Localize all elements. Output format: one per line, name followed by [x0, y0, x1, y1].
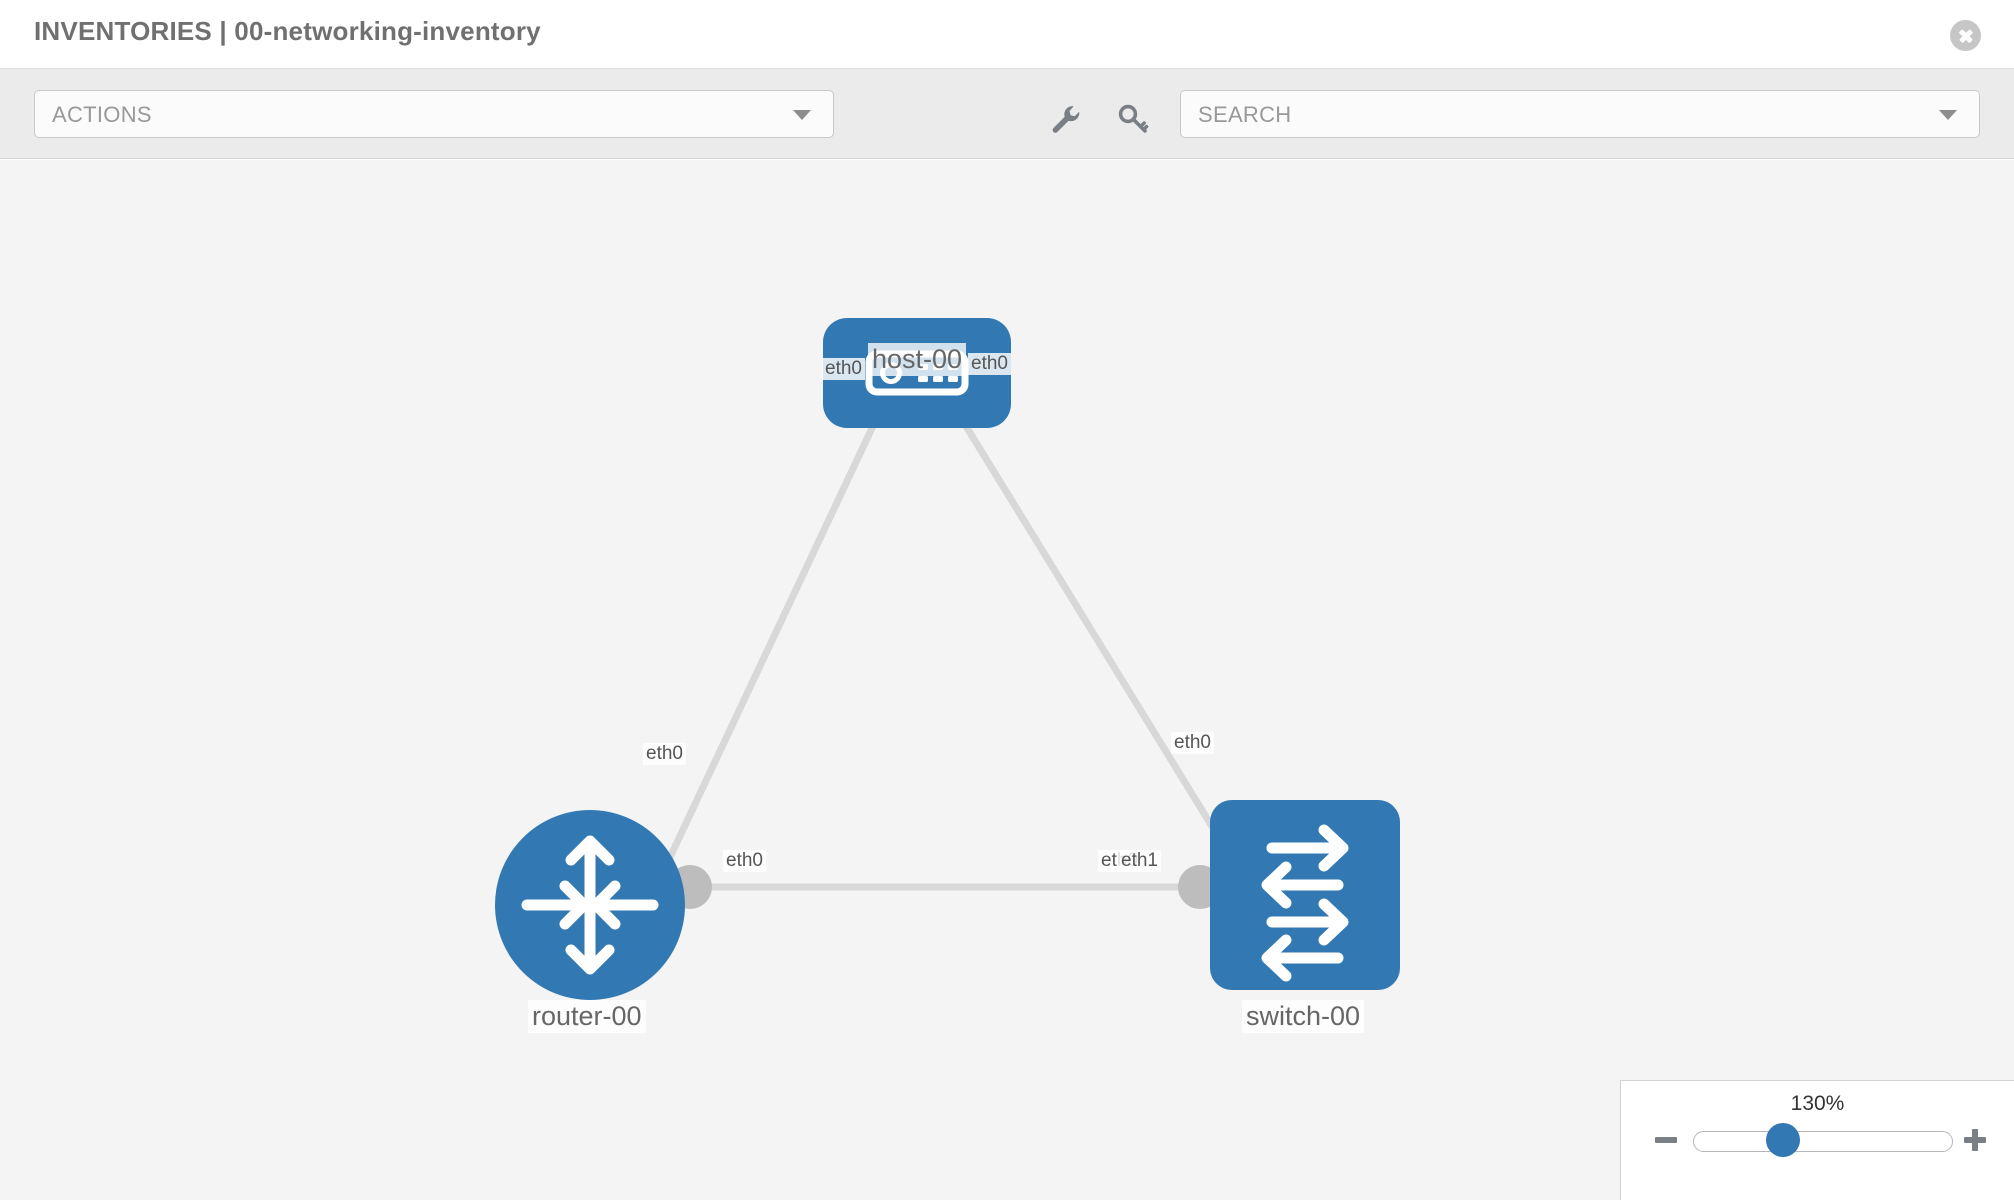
toolbar: ACTIONS SEARCH — [0, 69, 2014, 159]
edge-host-switch — [942, 390, 1243, 874]
key-icon[interactable] — [1116, 102, 1150, 136]
node-switch-00[interactable] — [1210, 800, 1400, 990]
actions-dropdown[interactable]: ACTIONS — [34, 90, 834, 138]
switch-arrows-icon — [1261, 824, 1349, 982]
interface-label-router-eth0: eth0 — [723, 850, 766, 872]
topology-connectors — [668, 364, 1260, 909]
chevron-down-icon[interactable] — [1939, 110, 1957, 120]
zoom-slider-thumb[interactable] — [1766, 1123, 1800, 1157]
interface-label-switch-uplink: eth0 — [1171, 732, 1214, 754]
topology-graph — [644, 364, 1260, 909]
search-input[interactable]: SEARCH — [1180, 90, 1980, 138]
search-placeholder: SEARCH — [1198, 102, 1292, 127]
page-title: INVENTORIES | 00-networking-inventory — [34, 16, 541, 46]
topology-canvas[interactable]: host-00 router-00 switch-00 eth0 eth0 et… — [0, 160, 2014, 1200]
zoom-out-button[interactable] — [1653, 1127, 1679, 1153]
actions-dropdown-label: ACTIONS — [52, 102, 152, 127]
node-label-switch-00: switch-00 — [1242, 1000, 1365, 1033]
interface-label-host-right: eth0 — [968, 353, 1011, 375]
zoom-slider-track[interactable] — [1693, 1131, 1953, 1152]
node-label-host-00: host-00 — [868, 343, 967, 376]
node-label-router-00: router-00 — [528, 1000, 646, 1033]
router-arrows-icon — [521, 835, 659, 975]
page-header: INVENTORIES | 00-networking-inventory — [0, 0, 2014, 69]
edge-host-router — [644, 390, 893, 906]
node-router-00[interactable] — [495, 810, 685, 1000]
zoom-control-panel: 130% — [1620, 1080, 2014, 1200]
zoom-percent-label: 130% — [1790, 1092, 1845, 1115]
interface-label-router-uplink: eth0 — [643, 743, 686, 765]
interface-label-host-left: eth0 — [822, 358, 865, 380]
wrench-icon[interactable] — [1048, 102, 1082, 136]
chevron-down-icon — [793, 110, 811, 120]
zoom-in-button[interactable] — [1962, 1127, 1988, 1153]
topology-edges — [644, 390, 1243, 906]
close-icon[interactable] — [1950, 20, 1981, 51]
interface-label-switch-eth1: eth1 — [1118, 850, 1161, 872]
